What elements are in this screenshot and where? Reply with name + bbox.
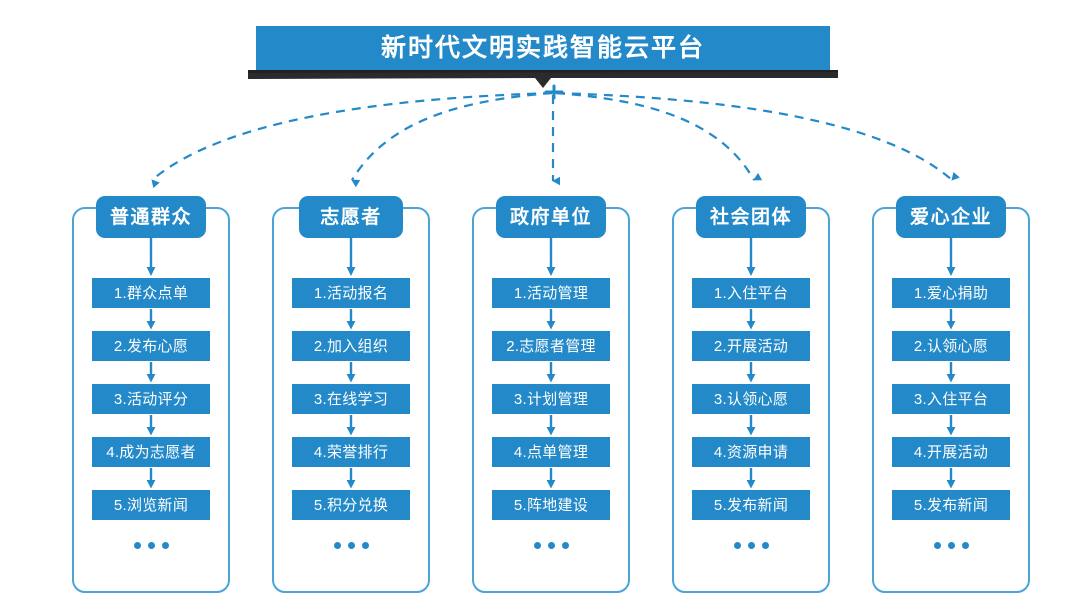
flow-arrow-down-icon [146, 362, 156, 383]
more-items-ellipsis [733, 542, 769, 549]
role-header-label: 社会团体 [709, 206, 793, 228]
role-header-label: 普通群众 [109, 206, 193, 228]
role-column-1: 志愿者 1.活动报名 2.加入组织 3.在线学习 4.荣誉排行 5.积分兑换 [272, 196, 430, 595]
flow-arrow-down-icon [346, 238, 356, 276]
flow-arrow-down-icon [546, 309, 556, 330]
flow-arrow-down-icon [146, 309, 156, 330]
flow-item[interactable]: 2.志愿者管理 [492, 331, 610, 361]
flow-arrow-down-icon [346, 309, 356, 330]
flow-item[interactable]: 2.开展活动 [692, 331, 810, 361]
more-items-ellipsis [133, 542, 169, 549]
flow-arrow-down-icon [146, 415, 156, 436]
flow-item[interactable]: 4.资源申请 [692, 437, 810, 467]
flow-item[interactable]: 3.计划管理 [492, 384, 610, 414]
flow-arrow-down-icon [346, 468, 356, 489]
flow-arrow-down-icon [546, 238, 556, 276]
role-column-2: 政府单位 1.活动管理 2.志愿者管理 3.计划管理 4.点单管理 5.阵地建设 [472, 196, 630, 595]
flow-arrow-down-icon [746, 362, 756, 383]
role-flow-3: 1.入住平台 2.开展活动 3.认领心愿 4.资源申请 5.发布新闻 [674, 238, 828, 595]
flow-item[interactable]: 5.阵地建设 [492, 490, 610, 520]
flow-arrow-down-icon [546, 362, 556, 383]
flow-arrow-down-icon [946, 415, 956, 436]
flow-arrow-down-icon [746, 309, 756, 330]
role-header-3[interactable]: 社会团体 [695, 196, 807, 238]
flow-arrow-down-icon [546, 415, 556, 436]
flow-item[interactable]: 3.在线学习 [292, 384, 410, 414]
flow-arrow-down-icon [946, 468, 956, 489]
role-flow-4: 1.爱心捐助 2.认领心愿 3.入住平台 4.开展活动 5.发布新闻 [874, 238, 1028, 595]
flow-item[interactable]: 4.开展活动 [892, 437, 1010, 467]
flow-item[interactable]: 4.点单管理 [492, 437, 610, 467]
flow-item[interactable]: 2.认领心愿 [892, 331, 1010, 361]
flow-arrow-down-icon [946, 309, 956, 330]
role-header-label: 志愿者 [320, 206, 382, 228]
banner-bar: 新时代文明实践智能云平台 [256, 26, 830, 70]
flow-item[interactable]: 1.活动管理 [492, 278, 610, 308]
flow-item[interactable]: 4.成为志愿者 [92, 437, 210, 467]
role-header-label: 政府单位 [509, 206, 593, 228]
more-items-ellipsis [933, 542, 969, 549]
flow-item[interactable]: 2.发布心愿 [92, 331, 210, 361]
role-column-3: 社会团体 1.入住平台 2.开展活动 3.认领心愿 4.资源申请 5.发布新闻 [672, 196, 830, 595]
role-column-4: 爱心企业 1.爱心捐助 2.认领心愿 3.入住平台 4.开展活动 5.发布新闻 [872, 196, 1030, 595]
flow-arrow-down-icon [146, 468, 156, 489]
flow-item[interactable]: 5.积分兑换 [292, 490, 410, 520]
flow-arrow-down-icon [746, 468, 756, 489]
flow-item[interactable]: 3.入住平台 [892, 384, 1010, 414]
flow-item[interactable]: 1.爱心捐助 [892, 278, 1010, 308]
flow-arrow-down-icon [146, 238, 156, 276]
role-column-0: 普通群众 1.群众点单 2.发布心愿 3.活动评分 4.成为志愿者 5.浏览新闻 [72, 196, 230, 595]
role-header-4[interactable]: 爱心企业 [895, 196, 1007, 238]
banner-shadow-ribbon [248, 70, 838, 88]
role-header-0[interactable]: 普通群众 [95, 196, 207, 238]
flow-item[interactable]: 5.发布新闻 [692, 490, 810, 520]
flow-arrow-down-icon [346, 415, 356, 436]
flow-arrow-down-icon [746, 238, 756, 276]
more-items-ellipsis [533, 542, 569, 549]
role-header-2[interactable]: 政府单位 [495, 196, 607, 238]
role-flow-0: 1.群众点单 2.发布心愿 3.活动评分 4.成为志愿者 5.浏览新闻 [74, 238, 228, 595]
flow-item[interactable]: 3.认领心愿 [692, 384, 810, 414]
role-flow-2: 1.活动管理 2.志愿者管理 3.计划管理 4.点单管理 5.阵地建设 [474, 238, 628, 595]
flow-item[interactable]: 5.浏览新闻 [92, 490, 210, 520]
role-header-label: 爱心企业 [909, 206, 993, 228]
flow-arrow-down-icon [346, 362, 356, 383]
flow-item[interactable]: 5.发布新闻 [892, 490, 1010, 520]
page-title: 新时代文明实践智能云平台 [380, 33, 705, 62]
flow-item[interactable]: 2.加入组织 [292, 331, 410, 361]
flow-arrow-down-icon [946, 238, 956, 276]
role-flow-1: 1.活动报名 2.加入组织 3.在线学习 4.荣誉排行 5.积分兑换 [274, 238, 428, 595]
more-items-ellipsis [333, 542, 369, 549]
flow-item[interactable]: 4.荣誉排行 [292, 437, 410, 467]
flow-arrow-down-icon [546, 468, 556, 489]
flow-arrow-down-icon [946, 362, 956, 383]
role-header-1[interactable]: 志愿者 [299, 196, 403, 238]
flow-item[interactable]: 3.活动评分 [92, 384, 210, 414]
platform-banner: 新时代文明实践智能云平台 [248, 26, 838, 88]
flow-arrow-down-icon [746, 415, 756, 436]
flow-item[interactable]: 1.入住平台 [692, 278, 810, 308]
flow-item[interactable]: 1.活动报名 [292, 278, 410, 308]
flow-item[interactable]: 1.群众点单 [92, 278, 210, 308]
